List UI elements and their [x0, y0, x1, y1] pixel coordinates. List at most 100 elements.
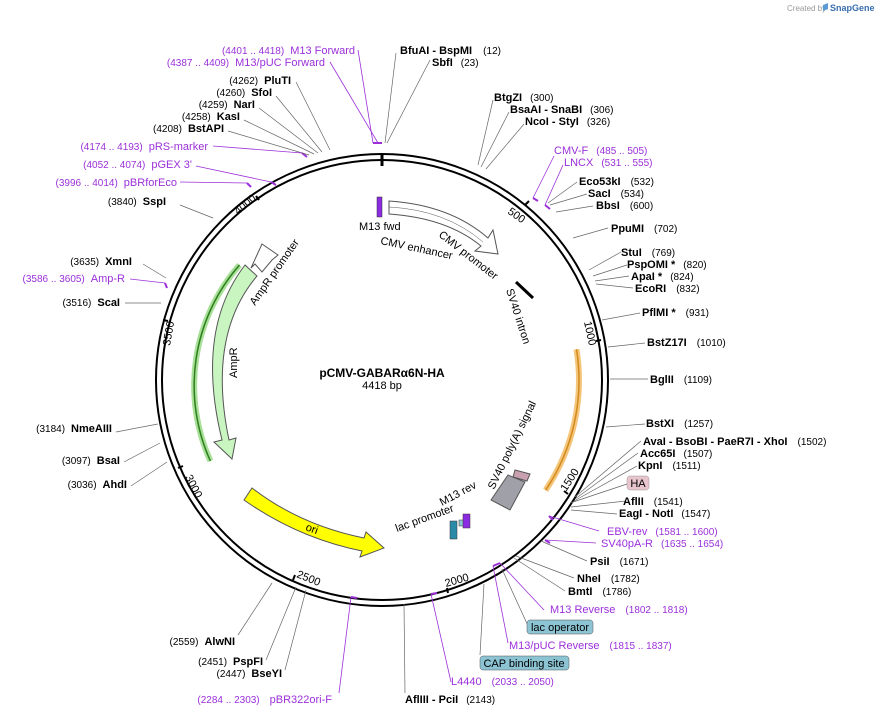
site-bmti: BmtI: [568, 586, 592, 598]
site-avai: AvaI: [643, 436, 666, 448]
svg-text:BsaAI - SnaBI(306): BsaAI - SnaBI(306): [510, 104, 614, 116]
primer-pgex3: pGEX 3': [151, 159, 192, 171]
coord-3635: (3635): [70, 257, 99, 268]
svg-text:M13 Reverse(1802 .. 1818): M13 Reverse (1802 .. 1818): [550, 604, 688, 616]
coord-3184: (3184): [36, 424, 65, 435]
svg-text:SV40pA-R(1635 .. 1654): SV40pA-R(1635 .. 1654): [601, 538, 723, 550]
coord-1541: (1541): [654, 497, 683, 508]
primer-labels: (4401 .. 4418)M13 Forward (4387 .. 4409)…: [23, 45, 724, 706]
pcoord-m13-forward: (4401 .. 4418): [222, 46, 284, 57]
primer-m13-puc-reverse: M13/pUC Reverse: [509, 640, 599, 652]
svg-text:LNCX(531 .. 555): LNCX(531 .. 555): [564, 157, 653, 169]
svg-text:BglII(1109): BglII(1109): [650, 374, 712, 386]
label-ampr: AmpR: [228, 347, 240, 378]
connectors-primers: [129, 49, 600, 694]
tick-500: 500: [505, 206, 527, 226]
svg-text:(4208)BstAPI: (4208)BstAPI: [153, 123, 224, 135]
coord-534: (534): [621, 189, 644, 200]
svg-text:KpnI(1511): KpnI (1511): [638, 460, 701, 472]
svg-text:SacI(534): SacI(534): [588, 188, 644, 200]
svg-text:(4260)SfoI: (4260)SfoI: [216, 87, 272, 99]
label-sv40-intron: SV40 intron: [503, 287, 532, 345]
label-lac-promoter: lac promoter: [394, 503, 456, 535]
lac-promoter-arrow: [449, 513, 471, 540]
pcoord-m13-reverse: (1802 .. 1818): [625, 605, 687, 616]
site-aflii: AflII: [623, 496, 644, 508]
primer-ebv-rev: EBV-rev: [607, 526, 648, 538]
coord-3097: (3097): [62, 456, 91, 467]
site-xhoi: XhoI: [764, 436, 788, 448]
svg-text:ApaI *(824): ApaI * (824): [631, 271, 694, 283]
site-bspmi: BspMI: [439, 45, 472, 57]
coord-769: (769): [652, 248, 675, 259]
coord-1010: (1010): [697, 338, 726, 349]
svg-text:AflIII - PciI(2143): AflIII - PciI(2143): [405, 694, 495, 706]
svg-text:(3184)NmeAIII: (3184)NmeAIII: [36, 423, 112, 435]
primer-lncx: LNCX: [564, 157, 594, 169]
site-kasi: KasI: [217, 111, 240, 123]
svg-text:(2451)PspFI: (2451)PspFI: [198, 656, 263, 668]
pcoord-m13-puc-forward: (4387 .. 4409): [167, 58, 229, 69]
svg-text:(4174 .. 4193)pRS-marker: (4174 .. 4193)pRS-marker: [80, 141, 208, 153]
site-eagi: EagI: [619, 508, 642, 520]
primer-prs-marker: pRS-marker: [149, 141, 209, 153]
site-kpni: KpnI: [638, 460, 662, 472]
svg-text:M13/pUC Reverse(1815 .. 1837): M13/pUC Reverse (1815 .. 1837): [509, 640, 672, 652]
svg-text:(3996 .. 4014)pBRforEco: (3996 .. 4014)pBRforEco: [56, 177, 177, 189]
site-xmni: XmnI: [105, 256, 132, 268]
badge-cap-binding-site: CAP binding site: [479, 655, 570, 671]
coord-1511: (1511): [672, 461, 700, 472]
svg-text:BbsI(600): BbsI(600): [596, 200, 653, 212]
site-styi: StyI: [559, 116, 579, 128]
svg-text:CMV-F(485 .. 505): CMV-F(485 .. 505): [554, 145, 647, 157]
tick-4000: 4000: [232, 192, 258, 217]
primer-m13-reverse: M13 Reverse: [550, 604, 615, 616]
coord-4208: (4208): [153, 124, 182, 135]
watermark-text: Created by: [787, 4, 826, 13]
pcoord-l4440: (2033 .. 2050): [492, 677, 554, 688]
svg-text:(4262)PluTI: (4262)PluTI: [229, 75, 291, 87]
site-sspi: SspI: [143, 196, 166, 208]
tick-1000: 1000: [581, 320, 598, 346]
svg-text:(3516)ScaI: (3516)ScaI: [62, 297, 120, 309]
site-bsobi: BsoBI: [676, 436, 708, 448]
site-bbsi: BbsI: [596, 200, 620, 212]
site-eco53ki: Eco53kI: [579, 176, 621, 188]
coord-832: (832): [676, 284, 699, 295]
svg-text:AvaI - BsoBI - PaeR7I - XhoI(1: AvaI - BsoBI - PaeR7I - XhoI(1502): [643, 436, 826, 448]
site-alwni: AlwNI: [204, 636, 235, 648]
badge-ha-connector: [569, 483, 628, 504]
coord-931: (931): [686, 308, 709, 319]
coord-1507: (1507): [683, 449, 712, 460]
coord-2143: (2143): [466, 695, 495, 706]
site-apai: ApaI *: [631, 271, 663, 283]
svg-text:SbfI(23): SbfI(23): [432, 57, 479, 69]
svg-text:EcoRI(832): EcoRI(832): [635, 283, 700, 295]
site-acc65i: Acc65I: [640, 448, 675, 460]
pcoord-sv40pa-r: (1635 .. 1654): [661, 539, 723, 550]
site-bstxi: BstXI: [646, 418, 674, 430]
site-nhei: NheI: [577, 573, 601, 585]
coord-824: (824): [670, 272, 693, 283]
coord-1502: (1502): [798, 437, 827, 448]
svg-text:(4387 .. 4409)M13/pUC Forward: (4387 .. 4409)M13/pUC Forward: [167, 57, 325, 69]
coord-4259: (4259): [199, 100, 228, 111]
site-scai: ScaI: [97, 297, 120, 309]
primer-pbrforeco: pBRforEco: [124, 177, 177, 189]
site-noti: NotI: [652, 508, 673, 520]
site-pspfi: PspFI: [233, 656, 263, 668]
tick-marks: [162, 195, 602, 594]
m13-fwd-mark: [376, 196, 383, 218]
ampr-arrow: [212, 243, 279, 460]
label-m13-fwd: M13 fwd: [359, 221, 401, 233]
site-bfuai: BfuAI: [400, 45, 429, 57]
svg-text:(4052 .. 4074)pGEX 3': (4052 .. 4074)pGEX 3': [83, 159, 192, 171]
svg-text:NheI(1782): NheI(1782): [577, 573, 640, 585]
svg-text:PpuMI(702): PpuMI(702): [611, 223, 677, 235]
site-bsai: BsaI: [97, 455, 120, 467]
svg-text:Eco53kI(532): Eco53kI(532): [579, 176, 654, 188]
pcoord-m13-puc-reverse: (1815 .. 1837): [609, 641, 671, 652]
coord-1257: (1257): [684, 419, 713, 430]
coord-300: (300): [530, 93, 553, 104]
